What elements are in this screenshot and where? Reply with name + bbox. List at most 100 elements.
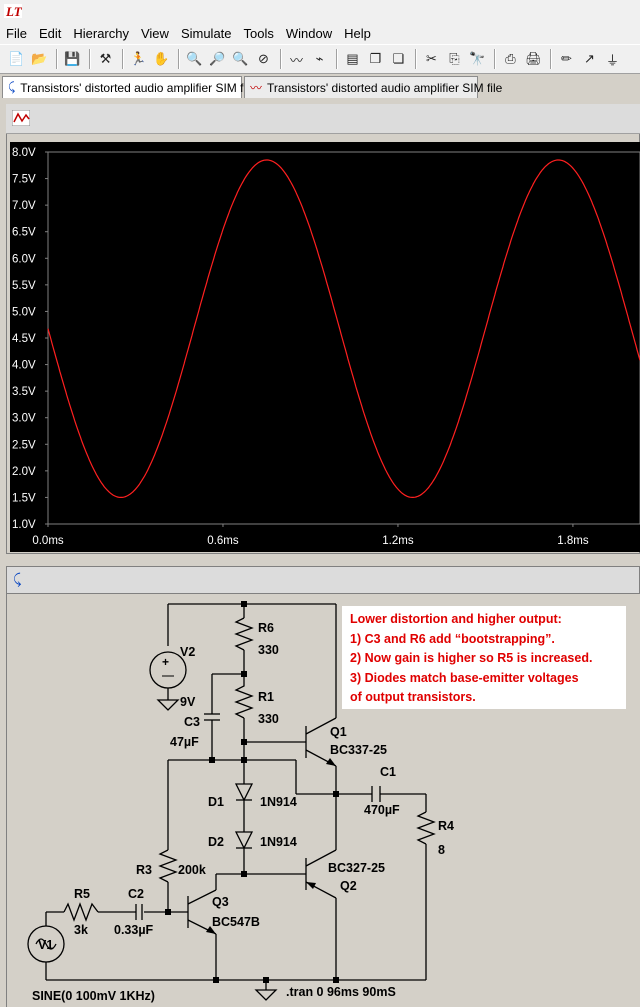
- v2-value: 9V: [180, 695, 196, 709]
- c3-label: C3: [184, 715, 200, 729]
- toolbar-separator: [550, 49, 552, 69]
- r5-value: 3k: [74, 923, 88, 937]
- ground-icon[interactable]: ⏚: [605, 52, 619, 68]
- menu-view[interactable]: View: [140, 25, 169, 41]
- y-tick-label: 4.0V: [12, 360, 36, 372]
- close-windows-icon[interactable]: ❏: [392, 51, 405, 66]
- menu-hierarchy[interactable]: Hierarchy: [73, 25, 129, 41]
- copy-icon[interactable]: ⎘: [449, 51, 460, 66]
- y-tick-label: 7.0V: [12, 200, 36, 212]
- r1-value: 330: [258, 712, 279, 726]
- y-tick-label: 6.5V: [12, 227, 36, 239]
- c1-value: 470µF: [364, 803, 400, 817]
- toolbar-separator: [280, 49, 282, 69]
- schematic-icon: ⤹: [8, 80, 16, 94]
- schematic-window-icon: ⤹: [13, 571, 22, 587]
- y-tick-label: 1.0V: [12, 519, 36, 531]
- zoom-pan-icon[interactable]: 🔎: [209, 51, 226, 66]
- pencil-icon[interactable]: ✏: [561, 51, 572, 66]
- tile-horizontal-icon[interactable]: ▤: [346, 51, 359, 66]
- toolbar-separator: [336, 49, 338, 69]
- toolbar-separator: [56, 49, 58, 69]
- y-axis: 8.0V7.5V7.0V6.5V6.0V5.5V5.0V4.5V4.0V3.5V…: [12, 147, 48, 531]
- waveform-plot[interactable]: 8.0V7.5V7.0V6.5V6.0V5.5V5.0V4.5V4.0V3.5V…: [10, 142, 640, 552]
- y-tick-label: 3.0V: [12, 413, 36, 425]
- c2-value: 0.33µF: [114, 923, 154, 937]
- run-icon[interactable]: 🏃: [130, 51, 147, 66]
- halt-icon[interactable]: ✋: [153, 51, 170, 66]
- open-folder-icon[interactable]: 📂: [31, 51, 48, 66]
- save-icon[interactable]: 💾: [64, 51, 81, 66]
- print-icon[interactable]: 🖨: [525, 51, 542, 66]
- note-line: 1) C3 and R6 add “bootstrapping”.: [350, 631, 555, 646]
- note-line: Lower distortion and higher output:: [350, 612, 562, 626]
- note-line: 3) Diodes match base-emitter voltages: [350, 670, 579, 685]
- probe-icon[interactable]: ⌁: [315, 51, 324, 66]
- svg-text:LT: LT: [5, 4, 22, 18]
- r5-label: R5: [74, 887, 90, 901]
- v1-label: V1: [38, 938, 53, 952]
- zoom-in-icon[interactable]: 🔍: [186, 51, 203, 66]
- zoom-out-icon[interactable]: 🔍: [232, 51, 249, 66]
- waveform-header: [6, 104, 640, 134]
- menu-bar: File Edit Hierarchy View Simulate Tools …: [0, 22, 640, 44]
- menu-help[interactable]: Help: [344, 25, 371, 41]
- r6-label: R6: [258, 621, 274, 635]
- find-icon[interactable]: 🔭: [469, 51, 486, 66]
- y-tick-label: 1.5V: [12, 492, 36, 504]
- voltage-trace[interactable]: [47, 159, 640, 498]
- y-tick-label: 5.0V: [12, 306, 36, 318]
- r6-value: 330: [258, 643, 279, 657]
- y-tick-label: 6.0V: [12, 253, 36, 265]
- v1-value: SINE(0 100mV 1KHz): [32, 989, 155, 1003]
- menu-file[interactable]: File: [6, 25, 27, 41]
- y-tick-label: 4.5V: [12, 333, 36, 345]
- r3-label: R3: [136, 863, 152, 877]
- tab-waveform[interactable]: 〰 Transistors' distorted audio amplifier…: [244, 76, 502, 98]
- r4-label: R4: [438, 819, 454, 833]
- tab-label: Transistors' distorted audio amplifier S…: [20, 80, 256, 95]
- schematic-wires: [27, 603, 436, 990]
- menu-edit[interactable]: Edit: [38, 25, 62, 41]
- ground-symbols: [156, 699, 278, 1001]
- schematic-header: ⤹: [6, 566, 640, 594]
- wire-icon[interactable]: ↗: [584, 51, 595, 66]
- toolbar-separator: [494, 49, 496, 69]
- design-note[interactable]: Lower distortion and higher output: 1) C…: [342, 606, 626, 709]
- toolbar-separator: [122, 49, 124, 69]
- diodes: [234, 783, 254, 850]
- r3-value: 200k: [178, 863, 206, 877]
- plot-frame: [47, 151, 640, 525]
- new-schematic-icon[interactable]: 📄: [8, 51, 25, 66]
- y-tick-label: 3.5V: [12, 386, 36, 398]
- cut-icon[interactable]: ✂: [426, 51, 437, 66]
- print-setup-icon[interactable]: ⎙: [505, 51, 516, 66]
- q2-value: BC327-25: [328, 861, 385, 875]
- zoom-cancel-icon[interactable]: ⊘: [258, 51, 269, 66]
- svg-text:+: +: [162, 655, 169, 669]
- toolbar-separator: [89, 49, 91, 69]
- tab-schematic[interactable]: ⤹ Transistors' distorted audio amplifier…: [2, 76, 255, 98]
- tab-label: Transistors' distorted audio amplifier S…: [267, 80, 503, 95]
- menu-tools[interactable]: Tools: [243, 25, 274, 41]
- y-tick-label: 5.5V: [12, 280, 36, 292]
- menu-simulate[interactable]: Simulate: [180, 25, 232, 41]
- tran-directive: .tran 0 96ms 90mS: [286, 985, 396, 999]
- cascade-icon[interactable]: ❐: [369, 51, 382, 66]
- r1-label: R1: [258, 690, 274, 704]
- component-labels: R6 330 V2 9V R1 330 C3 47µF Q1 BC337-25 …: [32, 621, 454, 1003]
- waveform-icon: 〰: [250, 81, 263, 95]
- junction-dots: [165, 601, 339, 983]
- menu-window[interactable]: Window: [285, 25, 333, 41]
- schematic-drawing[interactable]: + R6 330 V2 9V R1 330 C3 47µF Q1 BC337-2…: [0, 594, 640, 1007]
- source-symbols: +: [35, 655, 174, 950]
- toolbar: 📄 📂 💾 ⚒ 🏃 ✋ 🔍 🔎 🔍 ⊘ 〰 ⌁ ▤ ❐ ❏ ✂ ⎘ 🔭 ⎙ 🖨 …: [0, 44, 640, 74]
- c3-value: 47µF: [170, 735, 199, 749]
- note-line: of output transistors.: [350, 690, 476, 704]
- y-tick-label: 2.5V: [12, 439, 36, 451]
- d2-value: 1N914: [260, 835, 297, 849]
- waveform-window-icon: [12, 110, 30, 126]
- autorange-icon[interactable]: 〰: [289, 52, 303, 68]
- control-panel-icon[interactable]: ⚒: [99, 51, 112, 66]
